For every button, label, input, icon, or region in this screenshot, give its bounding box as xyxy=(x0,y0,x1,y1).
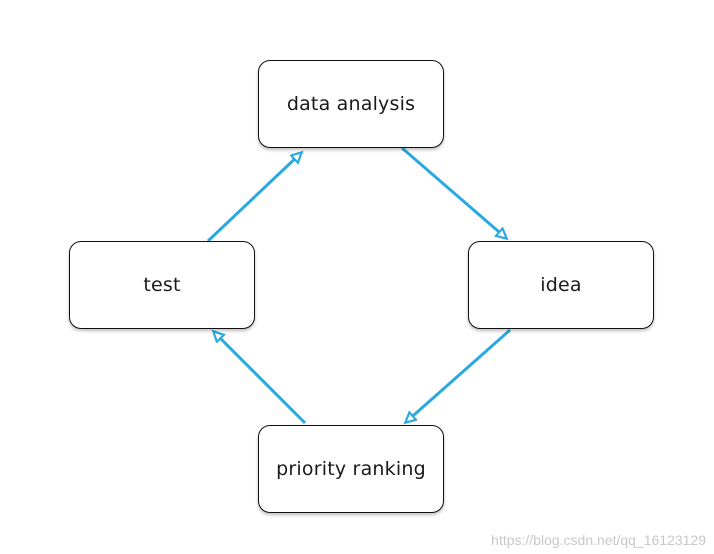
node-label-test: test xyxy=(143,274,181,296)
node-label-data-analysis: data analysis xyxy=(286,93,416,115)
node-data-analysis: data analysis xyxy=(258,60,444,148)
arrow-test-to-data-analysis xyxy=(206,153,301,243)
arrow-priority-ranking-to-test xyxy=(214,332,307,425)
node-idea: idea xyxy=(468,241,654,329)
watermark-url: https://blog.csdn.net/qq_16123129 xyxy=(491,532,706,548)
node-priority-ranking: priority ranking xyxy=(258,425,444,513)
arrow-data-analysis-to-idea xyxy=(401,146,506,238)
arrow-idea-to-priority-ranking xyxy=(406,328,511,422)
node-test: test xyxy=(69,241,255,329)
node-label-idea: idea xyxy=(540,274,582,296)
node-label-priority-ranking: priority ranking xyxy=(276,458,426,480)
